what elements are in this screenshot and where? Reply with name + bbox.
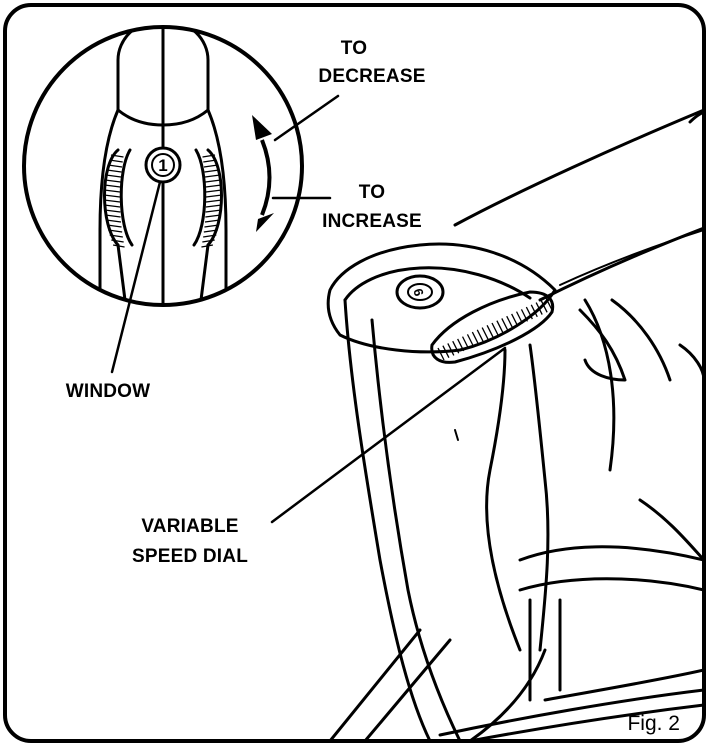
knurl-line bbox=[105, 174, 122, 178]
knurl-line bbox=[103, 194, 121, 198]
knurl-line bbox=[471, 331, 479, 345]
knurl-line bbox=[106, 169, 122, 173]
knurl-line bbox=[466, 334, 475, 347]
knurl-line bbox=[202, 239, 215, 243]
knurl-line bbox=[204, 224, 219, 228]
knurl-line bbox=[106, 219, 122, 223]
knurl-line bbox=[204, 174, 221, 178]
label-variable-speed-line2: SPEED DIAL bbox=[132, 546, 248, 567]
knurl-line bbox=[205, 179, 221, 183]
knurl-line bbox=[104, 189, 121, 193]
knurl-line bbox=[506, 315, 514, 329]
knurl-line bbox=[203, 234, 217, 238]
knurl-line bbox=[486, 324, 494, 338]
knurl-line bbox=[104, 184, 121, 188]
knurl-line bbox=[437, 347, 445, 361]
knurl-line bbox=[496, 320, 504, 334]
knurl-line bbox=[205, 184, 222, 188]
knurl-line bbox=[525, 306, 533, 320]
knurl-line bbox=[205, 204, 222, 208]
label-window: WINDOW bbox=[66, 381, 151, 402]
knurl-line bbox=[105, 179, 121, 183]
knurl-line bbox=[205, 189, 222, 193]
knurl-line bbox=[205, 194, 223, 198]
knurl-line bbox=[204, 169, 220, 173]
knurl-line bbox=[204, 219, 220, 223]
label-to-increase-line1: TO bbox=[359, 182, 385, 203]
knurl-line bbox=[501, 318, 509, 331]
knurl-line bbox=[108, 229, 123, 233]
knurl-line bbox=[481, 327, 489, 340]
label-to-decrease-line2: DECREASE bbox=[318, 66, 425, 87]
leader-decrease bbox=[273, 94, 340, 142]
knurl-line bbox=[511, 313, 519, 327]
knurl-line bbox=[103, 199, 121, 203]
knurl-line bbox=[491, 322, 499, 336]
knurl-line bbox=[476, 329, 484, 343]
knurl-line bbox=[109, 234, 123, 238]
knurl-line bbox=[110, 154, 124, 158]
knurl-line bbox=[515, 311, 524, 324]
variable-speed-dial bbox=[430, 290, 555, 364]
knurl-line bbox=[452, 340, 460, 354]
knurl-line bbox=[540, 299, 548, 313]
knurl-line bbox=[442, 345, 450, 359]
knurl-line bbox=[520, 309, 529, 322]
tool-body: 6 bbox=[326, 108, 704, 741]
knurl-line bbox=[461, 336, 470, 349]
knurl-line bbox=[203, 164, 219, 168]
knurl-line bbox=[205, 214, 221, 218]
knurl-line bbox=[107, 164, 123, 168]
knurl-line bbox=[202, 154, 216, 158]
inset-magnifier: 1 bbox=[22, 25, 304, 307]
leader-speed-dial bbox=[270, 346, 507, 524]
label-to-increase-line2: INCREASE bbox=[322, 211, 422, 232]
knurl-line bbox=[109, 159, 123, 163]
knurl-line bbox=[203, 159, 217, 163]
knurl-line bbox=[205, 199, 223, 203]
label-variable-speed-line1: VARIABLE bbox=[141, 516, 238, 537]
knurl-line bbox=[111, 239, 124, 243]
knurl-line bbox=[104, 204, 121, 208]
label-to-decrease-line1: TO bbox=[341, 38, 367, 59]
knurl-line bbox=[205, 209, 222, 213]
knurl-line bbox=[104, 209, 121, 213]
knurl-line bbox=[545, 297, 553, 311]
adjust-direction-arrow bbox=[252, 115, 274, 232]
leader-window bbox=[110, 180, 162, 374]
knurl-line bbox=[535, 302, 543, 315]
knurl-line bbox=[447, 343, 455, 356]
svg-text:6: 6 bbox=[410, 287, 426, 298]
knurl-line bbox=[530, 304, 538, 318]
knurl-line bbox=[457, 338, 465, 352]
knurl-line bbox=[203, 229, 218, 233]
knurl-line bbox=[105, 214, 121, 218]
window-value: 1 bbox=[158, 156, 167, 175]
figure-caption: Fig. 2 bbox=[627, 712, 680, 735]
knurl-line bbox=[107, 224, 122, 228]
